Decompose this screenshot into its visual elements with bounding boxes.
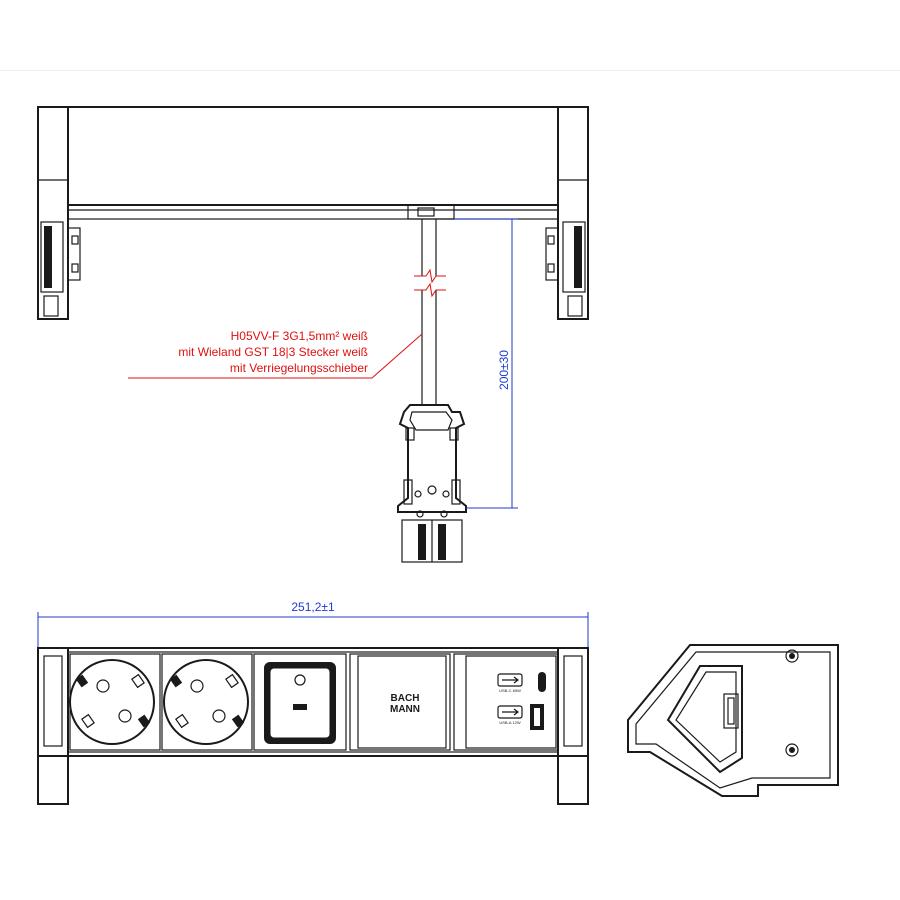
width-dimension: 251,2±1	[37, 600, 589, 648]
usb-c-port	[538, 672, 546, 692]
side-cutout	[666, 665, 743, 774]
wieland-connector	[397, 404, 467, 563]
left-end-cap	[37, 106, 81, 320]
schuko-socket-2	[161, 653, 253, 751]
header-divider	[0, 70, 900, 71]
schuko-socket-1	[69, 653, 161, 751]
usb-a-label: USB-A 12W	[499, 720, 521, 725]
top-rail	[67, 204, 559, 220]
screw-icon	[785, 649, 799, 663]
side-view	[627, 644, 839, 797]
cable-length-dimension: 200±30	[454, 218, 518, 509]
usb-icon	[497, 705, 523, 719]
usb-icon	[497, 673, 523, 687]
leader-line	[128, 333, 423, 379]
logo-line1: BACH	[391, 693, 420, 704]
top-view: H05VV-F 3G1,5mm² weiß mit Wieland GST 18…	[37, 106, 589, 563]
side-profile	[627, 644, 839, 797]
usb-charger-module: USB-C 65W USB-A 12W	[453, 653, 559, 751]
top-housing	[67, 106, 559, 206]
rocker-switch-module	[253, 653, 347, 751]
cable-outlet	[407, 204, 455, 220]
right-end-cap	[545, 106, 589, 320]
logo-module: BACH MANN	[349, 653, 451, 751]
cable-length-label: 200±30	[497, 350, 511, 390]
screw-icon	[785, 743, 799, 757]
cable-note-line3: mit Verriegelungsschieber	[230, 361, 368, 375]
cable-note-line1: H05VV-F 3G1,5mm² weiß	[231, 329, 368, 343]
front-view: 251,2±1	[37, 600, 589, 805]
logo-line2: MANN	[390, 704, 420, 715]
off-indicator-icon	[293, 704, 307, 710]
on-indicator-icon	[294, 674, 306, 686]
overall-width-label: 251,2±1	[291, 600, 335, 614]
usb-c-label: USB-C 65W	[499, 688, 521, 693]
cable-annotation: H05VV-F 3G1,5mm² weiß mit Wieland GST 18…	[128, 329, 423, 379]
cable-note-line2: mit Wieland GST 18|3 Stecker weiß	[178, 345, 368, 359]
front-right-cap	[557, 647, 589, 805]
cable	[414, 219, 446, 405]
front-left-cap	[37, 647, 69, 805]
